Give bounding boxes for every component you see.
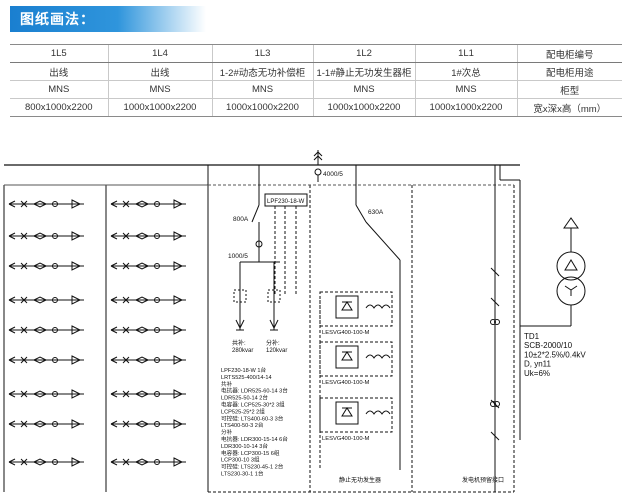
transformer-spec-line: SCB-2000/10: [524, 341, 573, 350]
spec-table-cell: 出线: [10, 62, 108, 81]
transformer-spec-line: D, yn11: [524, 360, 552, 369]
svg-module: LESVG400-100-M: [319, 291, 393, 336]
spec-table-cell: 800x1000x2200: [10, 98, 108, 117]
lpf-controller-box: [264, 193, 308, 207]
equipment-line: 可控硅: LTS230-45-1 2台: [221, 463, 284, 471]
feeder-row: [8, 295, 84, 305]
feeder-row: [110, 355, 186, 365]
busbar-ct-label: 4000/5: [323, 171, 343, 178]
feeder-row: [110, 419, 186, 429]
transformer-spec-line: TD1: [524, 332, 540, 341]
spec-row-header: 配电柜用途: [516, 62, 622, 81]
equipment-line: 电抗器: LDR300-15-14 6台: [221, 435, 288, 443]
generator-footer: 发电机预留接口: [462, 476, 504, 484]
main-breaker-label: 630A: [368, 209, 384, 216]
spec-table-cell: 1L5: [10, 44, 108, 63]
feeder-row: [110, 261, 186, 271]
svg-module: LESVG400-100-M: [319, 397, 393, 442]
feeder-row: [8, 355, 84, 365]
capacitor-common-value: 280kvar: [232, 348, 253, 354]
equipment-line: 分补: [221, 428, 233, 436]
spec-table-cell: 1000x1000x2200: [312, 98, 415, 117]
breaker-630a: [355, 204, 367, 223]
feeder-row: [8, 325, 84, 335]
feeder-breaker-label: 800A: [233, 216, 249, 223]
svg-module: LESVG400-100-M: [319, 341, 393, 386]
transformer-winding-hv: [556, 251, 586, 281]
feeder-row: [8, 419, 84, 429]
spec-row-header: 柜型: [516, 80, 622, 99]
equipment-line: LDR525-50-14 2台: [221, 394, 268, 402]
busbar-ct-symbol: [313, 150, 323, 182]
transformer-spec-line: Uk=6%: [524, 369, 550, 378]
svg-module-label: LESVG400-100-M: [322, 380, 370, 386]
capacitor-common-label: 共补:: [232, 339, 246, 347]
feeder-row: [110, 325, 186, 335]
breaker-800a: [251, 204, 260, 223]
spec-table-cell: MNS: [312, 80, 415, 99]
spec-table-cell: 1L1: [414, 44, 517, 63]
spec-table-cell: MNS: [107, 80, 212, 99]
feeder-row: [8, 261, 84, 271]
equipment-line: LTS400-50-3 2台: [221, 421, 264, 429]
svg-module-label: LESVG400-100-M: [322, 330, 370, 336]
equipment-line: 电抗器: LDR525-60-14 3台: [221, 387, 288, 395]
capacitor-split-value: 120kvar: [266, 348, 287, 354]
equipment-line: LCP300-10 3组: [221, 456, 260, 464]
equipment-line: 共补: [221, 380, 233, 388]
equipment-line: 可控硅: LTS400-60-3 3台: [221, 414, 284, 422]
spec-table-cell: 1L3: [211, 44, 313, 63]
feeder-row: [8, 231, 84, 241]
spec-row-header: 宽x深x高（mm）: [516, 98, 622, 117]
svg-module-label: LESVG400-100-M: [322, 436, 370, 442]
feeder-row: [110, 199, 186, 209]
outgoing-feeders: [8, 199, 186, 467]
equipment-line: 电容器: LCP300-15 6组: [221, 449, 280, 457]
spec-table-cell: 1L2: [312, 44, 415, 63]
feeder-row: [110, 295, 186, 305]
spec-table-cell: 1#次总: [414, 62, 517, 81]
equipment-line: LDR300-10-14 3台: [221, 442, 268, 450]
feeder-row: [110, 389, 186, 399]
ct-label: 1000/5: [228, 253, 248, 260]
spec-table-cell: MNS: [414, 80, 517, 99]
section-title-bar: [10, 6, 206, 32]
lpf-box-label: LPF230-18-W: [267, 199, 305, 205]
spec-table-cell: 1-2#动态无功补偿柜: [211, 62, 313, 81]
capacitor-split-label: 分补:: [266, 339, 280, 347]
spec-table-cell: 1000x1000x2200: [107, 98, 212, 117]
equipment-line: LTS230-30-1 1台: [221, 470, 264, 478]
svg-modules: LESVG400-100-M LESVG400-100-M LESVG400-100…: [319, 291, 393, 442]
spec-table-cell: 出线: [107, 62, 212, 81]
transformer-spec-line: 10±2*2.5%/0.4kV: [524, 350, 586, 359]
equipment-line: LPF230-18-W 1台: [221, 366, 266, 374]
feeder-row: [110, 457, 186, 467]
feeder-row: [8, 457, 84, 467]
spec-row-header: 配电柜编号: [516, 44, 622, 63]
feeder-row: [110, 231, 186, 241]
feeder-row: [8, 389, 84, 399]
equipment-line: LCP525-25*2 2组: [221, 407, 265, 415]
feeder-row: [8, 199, 84, 209]
svg-footer: 静止无功发生器: [339, 476, 381, 484]
spec-table-cell: 1L4: [107, 44, 212, 63]
section-title: 图纸画法：: [20, 12, 95, 28]
spec-table-cell: MNS: [211, 80, 313, 99]
spec-table-cell: 1000x1000x2200: [414, 98, 517, 117]
equipment-line: LRTS525-400/14-14: [221, 375, 272, 381]
spec-table-cell: MNS: [10, 80, 108, 99]
spec-table-cell: 1-1#静止无功发生器柜: [312, 62, 415, 81]
equipment-line: 电容器: LCP525-30*2 3组: [221, 401, 285, 409]
spec-table-cell: 1000x1000x2200: [211, 98, 313, 117]
